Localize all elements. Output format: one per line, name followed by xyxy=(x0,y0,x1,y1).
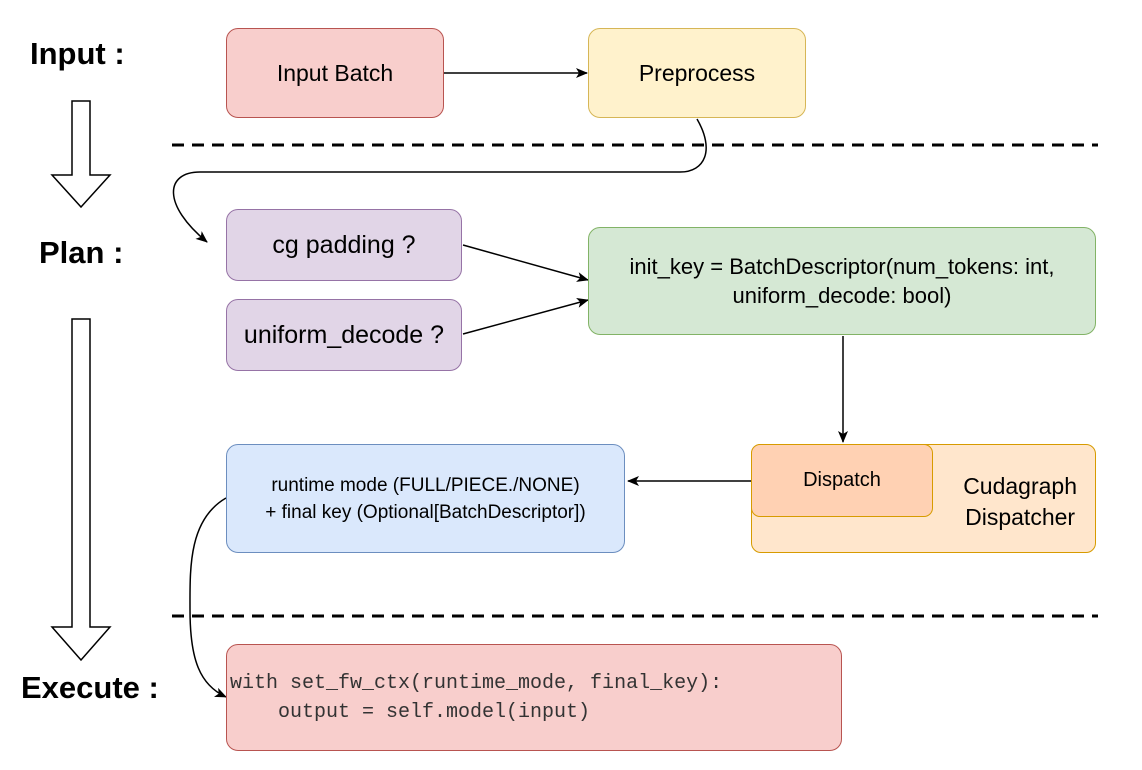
stage-label-execute: Execute : xyxy=(21,670,159,705)
flow-down-arrow-icon xyxy=(50,318,112,662)
runtime-mode-node: runtime mode (FULL/PIECE./NONE) + final … xyxy=(226,444,625,553)
init-key-node: init_key = BatchDescriptor(num_tokens: i… xyxy=(588,227,1096,335)
flow-down-arrow-icon xyxy=(50,100,112,209)
dispatch-node: Dispatch xyxy=(751,444,933,517)
dispatcher-line1: Cudagraph xyxy=(963,472,1077,499)
edge-uniform-decode-to-init-key xyxy=(462,298,589,335)
edge-cg-padding-to-init-key xyxy=(462,244,589,282)
dispatcher-line2: Dispatcher xyxy=(965,503,1076,530)
init-key-line2: uniform_decode: bool) xyxy=(732,283,952,308)
preprocess-node: Preprocess xyxy=(588,28,806,118)
dispatch-label: Dispatch xyxy=(803,469,881,491)
init-key-line1: init_key = BatchDescriptor(num_tokens: i… xyxy=(629,254,1055,279)
edge-preprocess-to-cg-padding xyxy=(172,118,707,243)
stage-label-input: Input : xyxy=(30,36,125,71)
runtime-mode-line1: runtime mode (FULL/PIECE./NONE) xyxy=(271,474,580,496)
input-batch-node: Input Batch xyxy=(226,28,444,118)
execute-code-text: with set_fw_ctx(runtime_mode, final_key)… xyxy=(230,671,723,724)
edge-runtime-to-execute xyxy=(189,497,227,698)
cudagraph-dispatcher-label: Cudagraph Dispatcher xyxy=(963,471,1077,533)
stage-label-plan: Plan : xyxy=(39,235,124,270)
runtime-mode-line2: + final key (Optional[BatchDescriptor]) xyxy=(265,501,586,523)
cg-padding-label: cg padding ? xyxy=(272,230,416,259)
uniform-decode-node: uniform_decode ? xyxy=(226,299,462,371)
cg-padding-node: cg padding ? xyxy=(226,209,462,281)
uniform-decode-label: uniform_decode ? xyxy=(243,320,445,349)
execute-code-node: with set_fw_ctx(runtime_mode, final_key)… xyxy=(226,644,842,751)
input-batch-label: Input Batch xyxy=(276,59,394,86)
preprocess-label: Preprocess xyxy=(638,59,756,86)
